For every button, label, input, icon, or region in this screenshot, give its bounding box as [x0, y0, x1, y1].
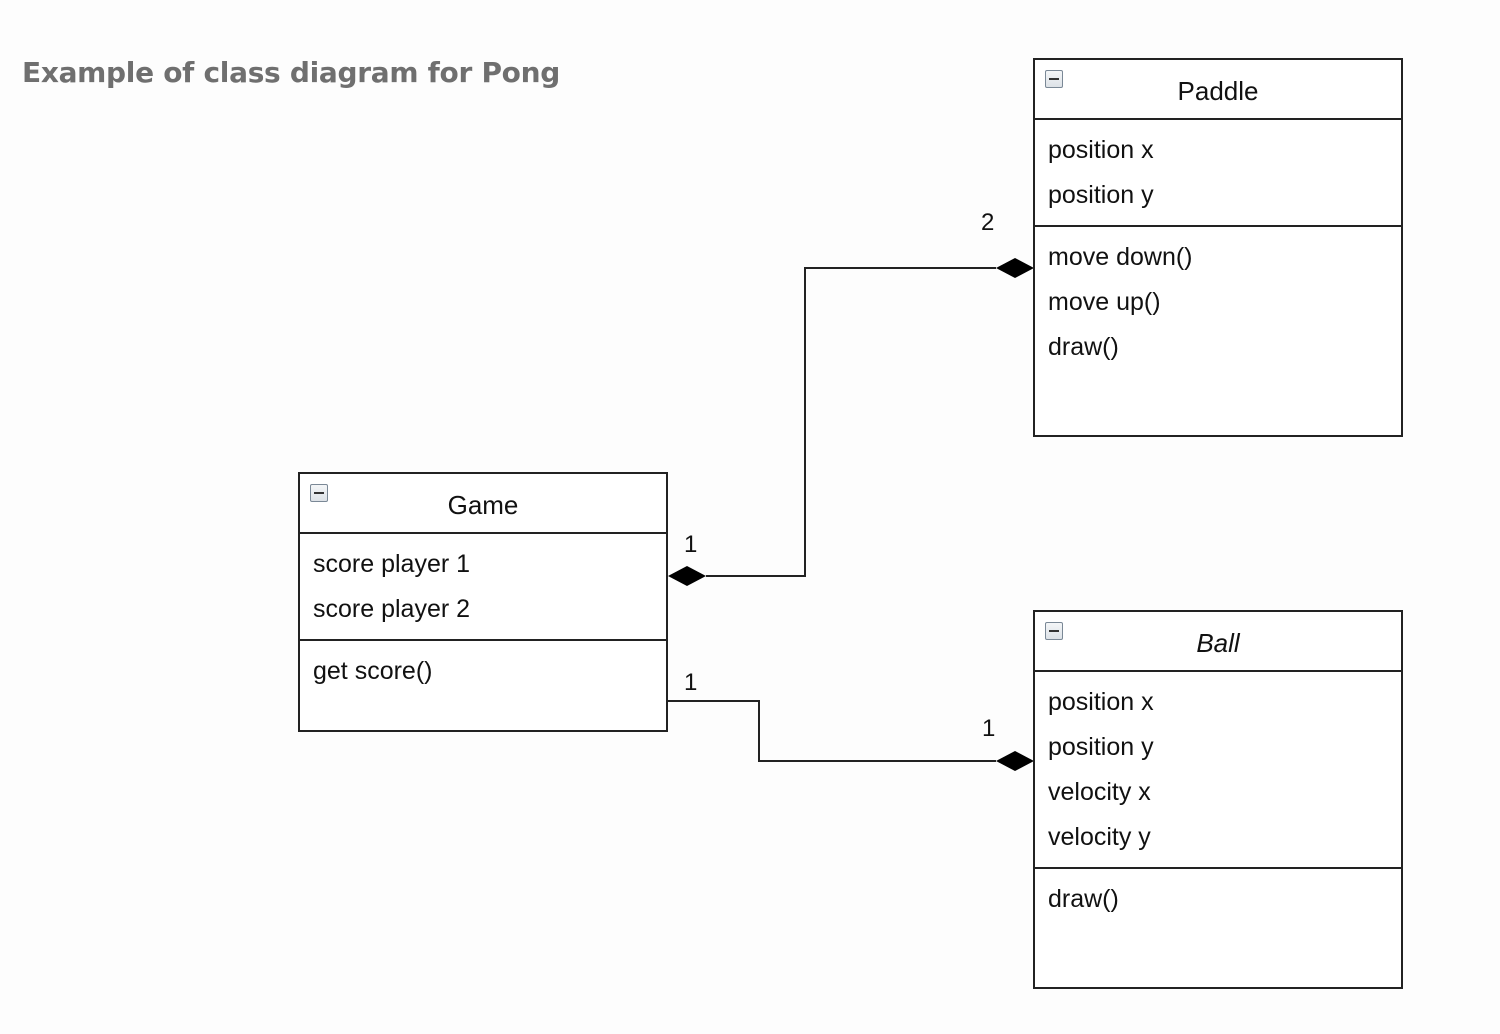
collapse-minus-icon[interactable] — [310, 484, 328, 502]
paddle-method: draw() — [1048, 333, 1119, 361]
ball-attributes: position x position y velocity x velocit… — [1035, 672, 1401, 867]
paddle-attributes: position x position y — [1035, 120, 1401, 225]
paddle-method: move up() — [1048, 288, 1161, 316]
paddle-class-header: Paddle — [1035, 60, 1401, 120]
ball-method: draw() — [1048, 885, 1119, 913]
game-class[interactable]: Game score player 1 score player 2 get s… — [298, 472, 668, 732]
ball-class[interactable]: Ball position x position y velocity x ve… — [1033, 610, 1403, 989]
game-method: get score() — [313, 657, 433, 685]
game-ball-ball-multiplicity: 1 — [982, 715, 996, 742]
ball-class-name: Ball — [1196, 628, 1240, 658]
ball-class-header: Ball — [1035, 612, 1401, 672]
ball-side-composition-diamond — [996, 751, 1034, 771]
paddle-side-composition-diamond — [996, 258, 1034, 278]
game-methods: get score() — [300, 639, 666, 701]
paddle-method: move down() — [1048, 243, 1193, 271]
game-class-header: Game — [300, 474, 666, 534]
game-paddle-paddle-multiplicity: 2 — [981, 209, 995, 236]
ball-attribute: velocity y — [1048, 823, 1151, 851]
game-side-composition-diamond — [668, 566, 706, 586]
ball-attribute: velocity x — [1048, 778, 1151, 806]
paddle-class[interactable]: Paddle position x position y move down()… — [1033, 58, 1403, 437]
game-ball-game-multiplicity: 1 — [684, 669, 698, 696]
game-class-name: Game — [447, 490, 519, 520]
paddle-methods: move down() move up() draw() — [1035, 225, 1401, 377]
game-paddle-association-line — [706, 267, 996, 577]
game-attributes: score player 1 score player 2 — [300, 534, 666, 639]
paddle-attribute: position x — [1048, 136, 1154, 164]
collapse-minus-icon[interactable] — [1045, 70, 1063, 88]
page-title: Example of class diagram for Pong — [22, 56, 560, 89]
ball-attribute: position y — [1048, 733, 1154, 761]
game-attribute: score player 1 — [313, 550, 471, 578]
ball-attribute: position x — [1048, 688, 1154, 716]
ball-methods: draw() — [1035, 867, 1401, 929]
game-ball-association-line — [667, 700, 996, 762]
paddle-class-name: Paddle — [1177, 76, 1259, 106]
game-attribute: score player 2 — [313, 595, 471, 623]
collapse-minus-icon[interactable] — [1045, 622, 1063, 640]
game-paddle-game-multiplicity: 1 — [684, 531, 698, 558]
paddle-attribute: position y — [1048, 181, 1154, 209]
